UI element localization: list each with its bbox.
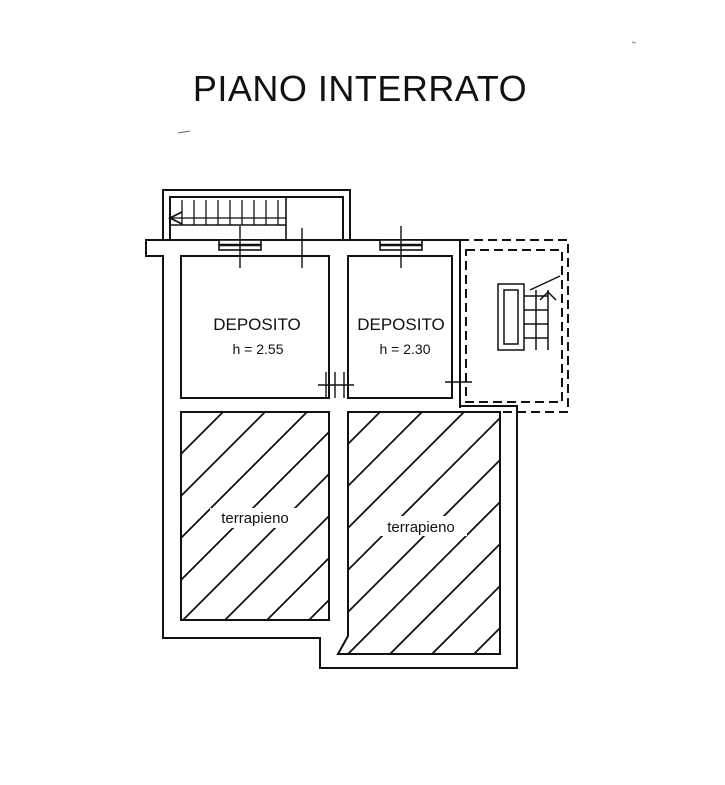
plan-title: PIANO INTERRATO: [193, 68, 527, 109]
room-1-name: DEPOSITO: [213, 315, 301, 334]
door-mark-1: [318, 372, 354, 398]
window-2: [379, 226, 423, 268]
hatch-line: [338, 412, 423, 654]
hatch-line: [181, 412, 266, 498]
door-mark-2: [445, 368, 472, 395]
hatch-line: [347, 412, 500, 654]
hatch-line: [389, 412, 500, 654]
hatch-line: [519, 412, 725, 620]
hatch-line: [181, 412, 224, 456]
hatch-line: [684, 412, 725, 654]
hatch-line: [516, 412, 725, 654]
lift-shaft: [497, 275, 561, 351]
hatch-line: [266, 556, 329, 620]
fill-area-1-label: terrapieno: [221, 510, 289, 527]
hatch-line: [600, 412, 725, 654]
room-deposito-1: [180, 255, 330, 399]
label-bg: [375, 516, 467, 536]
hatch-line: [431, 412, 500, 654]
hatch-line: [473, 412, 500, 654]
room-deposito-2: [347, 255, 453, 399]
hatch-line: [224, 514, 329, 620]
label-bg: [208, 313, 308, 335]
label-bg: [210, 508, 300, 528]
hatch-line: [181, 412, 182, 414]
stray-mark: [177, 130, 191, 134]
outer-wall: [145, 239, 518, 669]
window-1: [218, 226, 262, 268]
stair-direction-arrow-icon: [167, 211, 183, 225]
fill-area-2-label: terrapieno: [387, 519, 455, 536]
hatch-line: [558, 412, 725, 654]
fill-area-1: [180, 411, 725, 621]
staircase: [162, 189, 351, 240]
hatch-line: [477, 412, 685, 620]
stray-mark: [631, 41, 637, 44]
hatch-line: [338, 412, 381, 654]
room-1-height: h = 2.55: [233, 341, 284, 357]
room-2-name: DEPOSITO: [357, 315, 445, 334]
annex-dashed-area: [459, 239, 569, 413]
hatch-line: [181, 412, 308, 540]
hatch-line: [642, 412, 725, 654]
room-2-height: h = 2.30: [380, 341, 431, 357]
hatch-line: [338, 412, 339, 654]
